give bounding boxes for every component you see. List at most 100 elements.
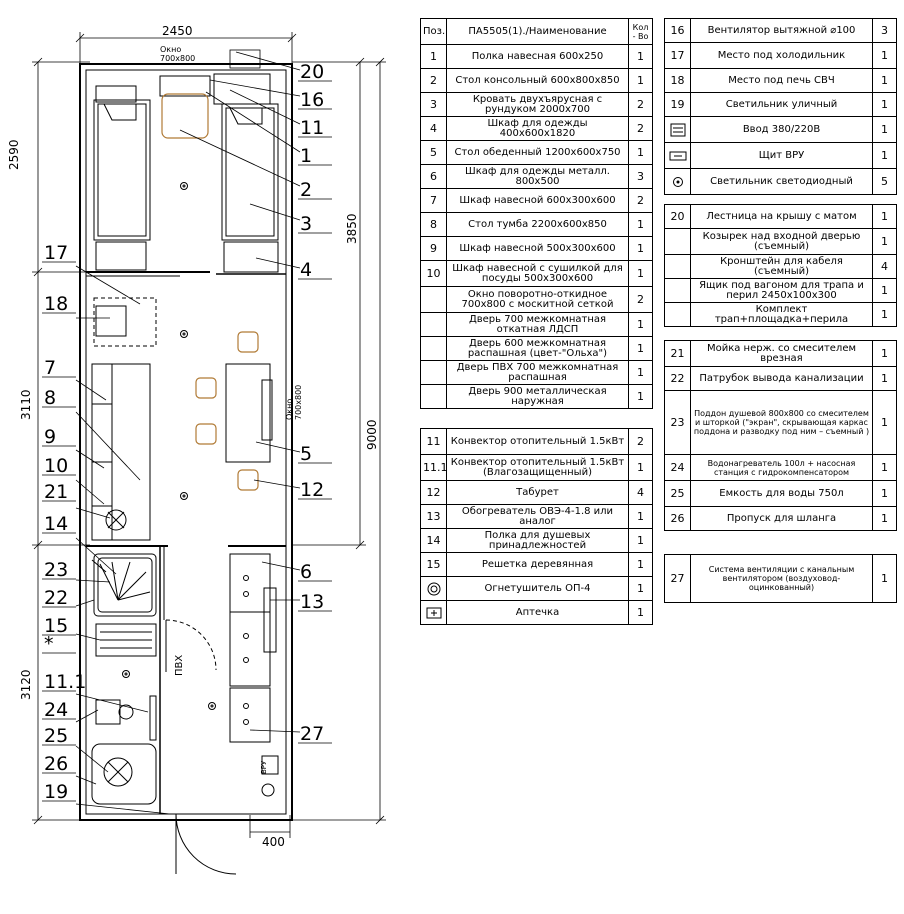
window-side-label: Окно700x800 xyxy=(285,385,303,420)
row-name: Шкаф навесной с сушилкой для посуды 500x… xyxy=(446,260,629,287)
bedroom-furniture xyxy=(93,73,279,273)
row-pos: 1 xyxy=(420,44,447,69)
row-pos xyxy=(664,254,691,279)
row-qty: 4 xyxy=(872,254,897,279)
row-qty: 1 xyxy=(628,600,653,625)
callout-label: 6 xyxy=(300,561,312,583)
table-row: Кронштейн для кабеля (съемный)4 xyxy=(664,254,897,279)
heater-13 xyxy=(263,587,277,653)
row-pos xyxy=(664,302,691,327)
row-name: Светильник уличный xyxy=(690,92,873,117)
row-name: Обогреватель ОВЭ-4-1.8 или аналог xyxy=(446,504,629,529)
row-qty: 1 xyxy=(872,278,897,303)
row-pos xyxy=(420,576,447,601)
row-pos: 18 xyxy=(664,68,691,93)
dim-left-3: 3120 xyxy=(19,669,33,700)
row-name: Огнетушитель ОП-4 xyxy=(446,576,629,601)
row-qty: 1 xyxy=(628,454,653,481)
row-qty: 1 xyxy=(628,212,653,237)
row-qty: 1 xyxy=(628,528,653,553)
row-name: Место под холодильник xyxy=(690,42,873,69)
row-pos: 27 xyxy=(664,554,691,603)
row-pos xyxy=(420,600,447,625)
callout-label: 5 xyxy=(300,443,312,465)
console-table xyxy=(161,93,209,139)
row-pos: 11 xyxy=(420,428,447,455)
row-pos xyxy=(420,336,447,361)
switchboard-icon xyxy=(669,151,686,160)
callout-label: 13 xyxy=(300,591,324,613)
row-name: Ввод 380/220В xyxy=(690,116,873,143)
fridge-place xyxy=(93,297,157,347)
wet-zone xyxy=(91,553,279,875)
row-qty: 1 xyxy=(628,336,653,361)
row-name: Стол тумба 2200x600x850 xyxy=(446,212,629,237)
dim-width: 2450 xyxy=(162,24,193,38)
row-qty: 1 xyxy=(872,366,897,391)
row-pos: 16 xyxy=(664,18,691,43)
row-name: Комплект трап+площадка+перила xyxy=(690,302,873,327)
row-qty: 4 xyxy=(628,480,653,505)
table-row: Дверь 600 межкомнатная распашная (цвет-"… xyxy=(420,336,653,361)
dimension-lines xyxy=(32,32,386,838)
led-lamps xyxy=(122,182,216,710)
row-name: Водонагреватель 100л + насосная станция … xyxy=(690,454,873,481)
leader-lines xyxy=(75,51,301,815)
row-name: Кровать двухъярусная с рундуком 2000x700 xyxy=(446,92,629,117)
row-qty: 5 xyxy=(872,168,897,195)
row-pos xyxy=(420,360,447,385)
callout-label: 20 xyxy=(300,61,324,83)
shower-tray xyxy=(93,553,157,617)
row-qty: 2 xyxy=(628,188,653,213)
callout-label: 17 xyxy=(44,242,68,264)
row-qty: 1 xyxy=(872,92,897,117)
stools xyxy=(195,331,259,491)
row-qty: 1 xyxy=(628,384,653,409)
row-pos: 2 xyxy=(420,68,447,93)
row-name: Щит ВРУ xyxy=(690,142,873,169)
table-header-row: Поз. ПА5505(1)./Наименование Кол - Во xyxy=(420,18,653,45)
row-pos xyxy=(664,116,691,143)
callout-label: 7 xyxy=(44,357,56,379)
row-qty: 1 xyxy=(872,390,897,455)
row-pos: 19 xyxy=(664,92,691,117)
row-name: Дверь 900 металлическая наружная xyxy=(446,384,629,409)
row-name: Конвектор отопительный 1.5кВт (Влагозащи… xyxy=(446,454,629,481)
callout-label: 25 xyxy=(44,725,68,747)
callout-label: 19 xyxy=(44,781,68,803)
callout-label: 3 xyxy=(300,213,312,235)
extinguisher-icon xyxy=(427,582,440,595)
row-qty: 1 xyxy=(628,504,653,529)
callout-label: 27 xyxy=(300,723,324,745)
callout-label: 22 xyxy=(44,587,68,609)
callout-label: 8 xyxy=(44,387,56,409)
row-qty: 2 xyxy=(628,92,653,117)
wood-grate xyxy=(95,623,157,657)
callout-label: 21 xyxy=(44,481,68,503)
water-tank xyxy=(91,743,157,805)
row-name: Стол обеденный 1200x600x750 xyxy=(446,140,629,165)
locker-2 xyxy=(229,611,271,687)
row-pos xyxy=(420,384,447,409)
row-pos: 11.1 xyxy=(420,454,447,481)
row-qty: 1 xyxy=(628,140,653,165)
